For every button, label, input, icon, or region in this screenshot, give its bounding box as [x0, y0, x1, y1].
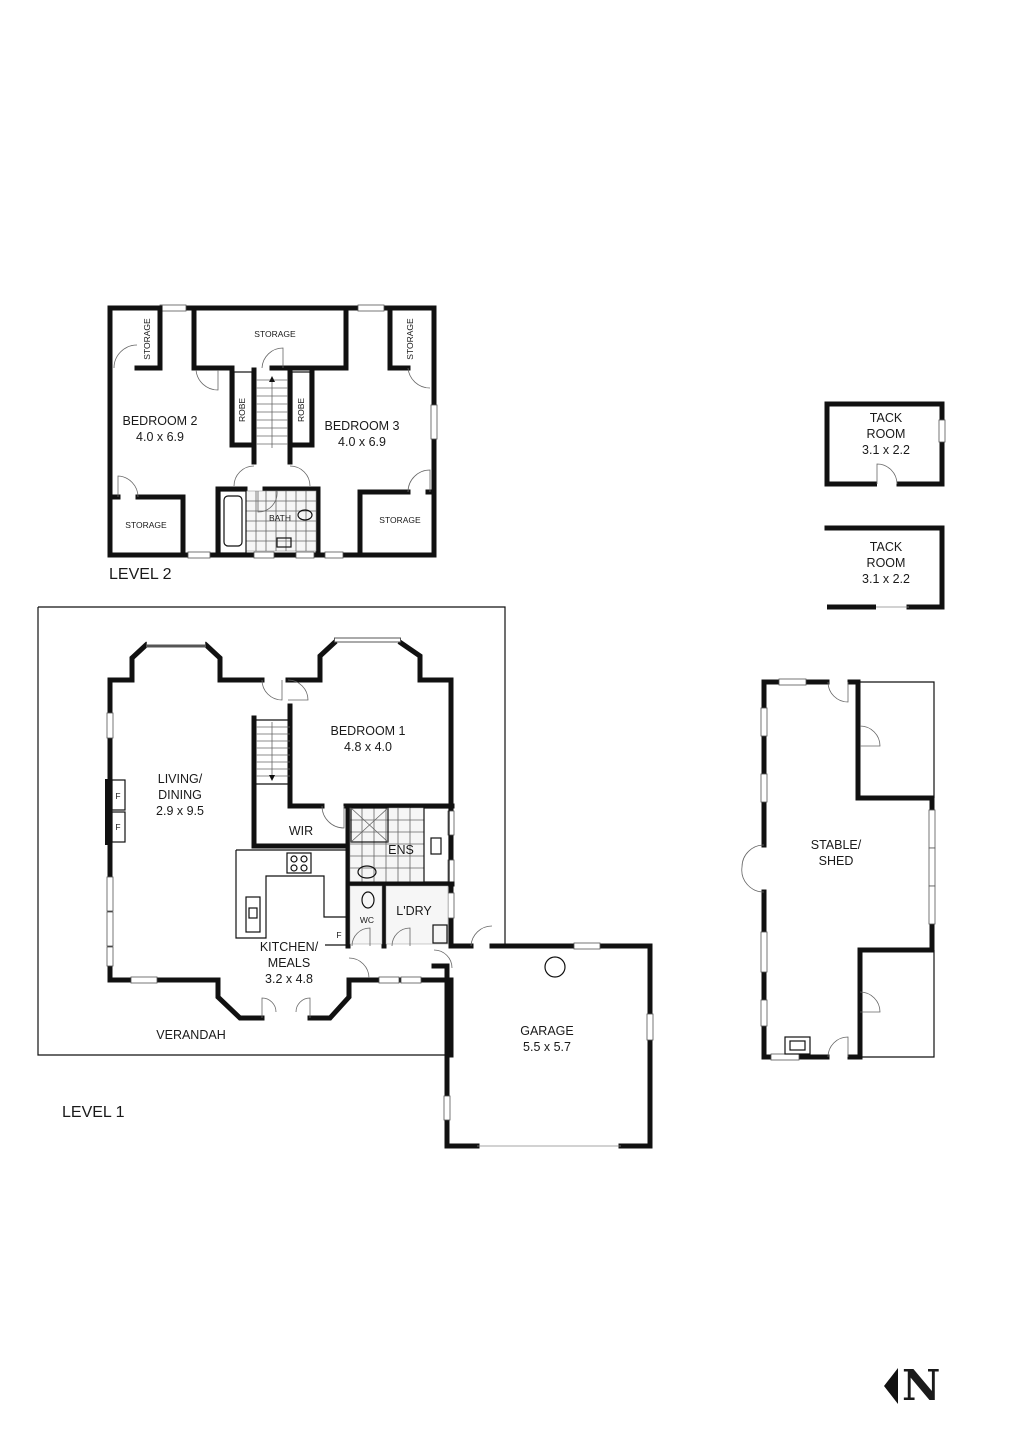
room-name: TACK — [869, 540, 903, 554]
room-name: LIVING/ — [157, 772, 203, 786]
room-size: 4.8 x 4.0 — [344, 740, 392, 754]
level-2-title: LEVEL 2 — [109, 566, 172, 583]
fireplace-mark: F — [115, 822, 121, 832]
north-arrow-icon — [884, 1368, 898, 1404]
room-kitchen-meals: KITCHEN/ MEALS 3.2 x 4.8 — [260, 939, 318, 987]
room-name: BEDROOM 2 — [122, 414, 198, 428]
room-name: KITCHEN/ — [259, 940, 319, 954]
outbuildings-plan — [741, 401, 946, 1061]
room-name: BEDROOM 3 — [324, 419, 400, 433]
room-storage-bottom-right: STORAGE — [379, 515, 421, 525]
room-size: 4.0 x 6.9 — [136, 430, 184, 444]
room-tack-room-1: TACK ROOM 3.1 x 2.2 — [862, 410, 910, 458]
room-name-2: DINING — [158, 788, 202, 802]
level2-plan — [107, 304, 438, 559]
room-wc: WC — [359, 915, 375, 925]
room-name-2: MEALS — [267, 956, 311, 970]
room-robe-right: ROBE — [296, 397, 306, 423]
room-wir: WIR — [288, 824, 314, 838]
room-name-2: ROOM — [866, 556, 906, 570]
level-1-title: LEVEL 1 — [62, 1104, 125, 1121]
compass-label: N — [902, 1361, 941, 1410]
fireplace-mark: F — [115, 791, 121, 801]
room-storage-top: STORAGE — [254, 329, 296, 339]
room-size: 3.1 x 2.2 — [862, 572, 910, 586]
fridge-mark: F — [336, 930, 342, 940]
room-size: 3.1 x 2.2 — [862, 443, 910, 457]
compass: N — [884, 1365, 940, 1407]
room-name-2: SHED — [818, 854, 854, 868]
room-size: 4.0 x 6.9 — [338, 435, 386, 449]
room-garage: GARAGE 5.5 x 5.7 — [520, 1023, 574, 1055]
room-name: STABLE/ — [810, 838, 862, 852]
room-tack-room-2: TACK ROOM 3.1 x 2.2 — [862, 539, 910, 587]
room-bath: BATH — [268, 513, 292, 523]
room-name-2: ROOM — [866, 427, 906, 441]
room-storage-top-right: STORAGE — [405, 318, 415, 360]
room-storage-top-left: STORAGE — [142, 318, 152, 360]
room-bedroom-1: BEDROOM 1 4.8 x 4.0 — [330, 723, 405, 755]
room-laundry: L'DRY — [396, 904, 432, 918]
room-name: TACK — [869, 411, 903, 425]
room-living-dining: LIVING/ DINING 2.9 x 9.5 — [156, 771, 204, 819]
room-ensuite: ENS — [388, 843, 414, 857]
room-stable-shed: STABLE/ SHED — [811, 837, 861, 869]
room-size: 5.5 x 5.7 — [523, 1040, 571, 1054]
room-storage-bottom-left: STORAGE — [125, 520, 167, 530]
room-name: GARAGE — [520, 1024, 574, 1038]
room-name: BEDROOM 1 — [330, 724, 406, 738]
room-size: 3.2 x 4.8 — [265, 972, 313, 986]
room-bedroom-2: BEDROOM 2 4.0 x 6.9 — [122, 413, 197, 445]
area-verandah: VERANDAH — [156, 1028, 226, 1042]
level1-plan — [37, 606, 654, 1149]
room-bedroom-3: BEDROOM 3 4.0 x 6.9 — [324, 418, 399, 450]
room-robe-left: ROBE — [237, 397, 247, 423]
room-size: 2.9 x 9.5 — [156, 804, 204, 818]
